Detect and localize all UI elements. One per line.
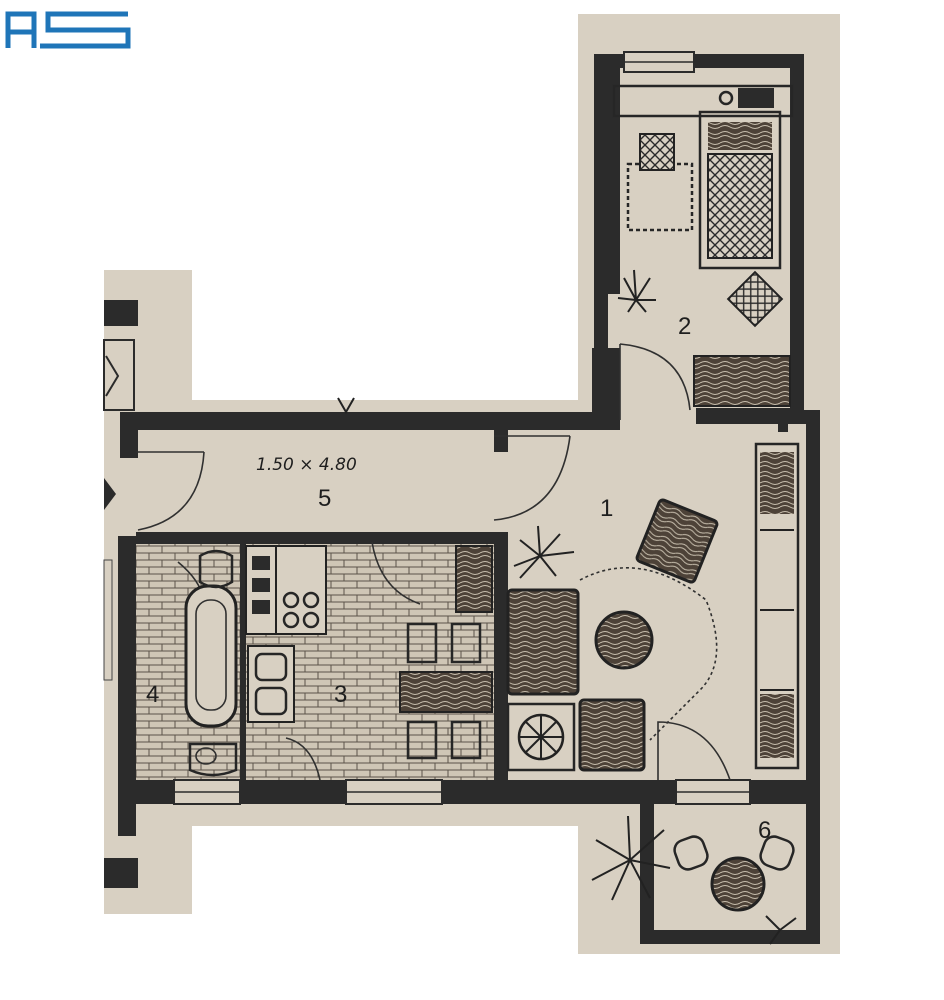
room-3-number: 3: [334, 681, 347, 708]
kitchen-furniture: [245, 545, 493, 760]
window-marker-icon: [105, 355, 120, 397]
room-1-number: 1: [600, 495, 613, 522]
dimension-note: 1.50 × 4.80: [256, 455, 357, 475]
room-5-number: 5: [318, 485, 331, 512]
balcony-furniture: [591, 815, 797, 945]
room-6-number: 6: [758, 817, 771, 844]
entry-arrow-icon: [337, 397, 355, 415]
door-marker-icon: [104, 478, 116, 510]
room-4-number: 4: [146, 681, 159, 708]
doors: [136, 343, 731, 781]
room-2-number: 2: [678, 313, 691, 340]
plant-icon: [617, 269, 656, 313]
room-1-furniture: [506, 420, 800, 772]
logo: [5, 11, 131, 49]
windows: [103, 51, 751, 805]
plant-icon: [513, 525, 575, 579]
room-2-furniture: [600, 84, 794, 407]
bathroom-fixtures: [184, 549, 238, 777]
plant-icon: [591, 815, 797, 945]
